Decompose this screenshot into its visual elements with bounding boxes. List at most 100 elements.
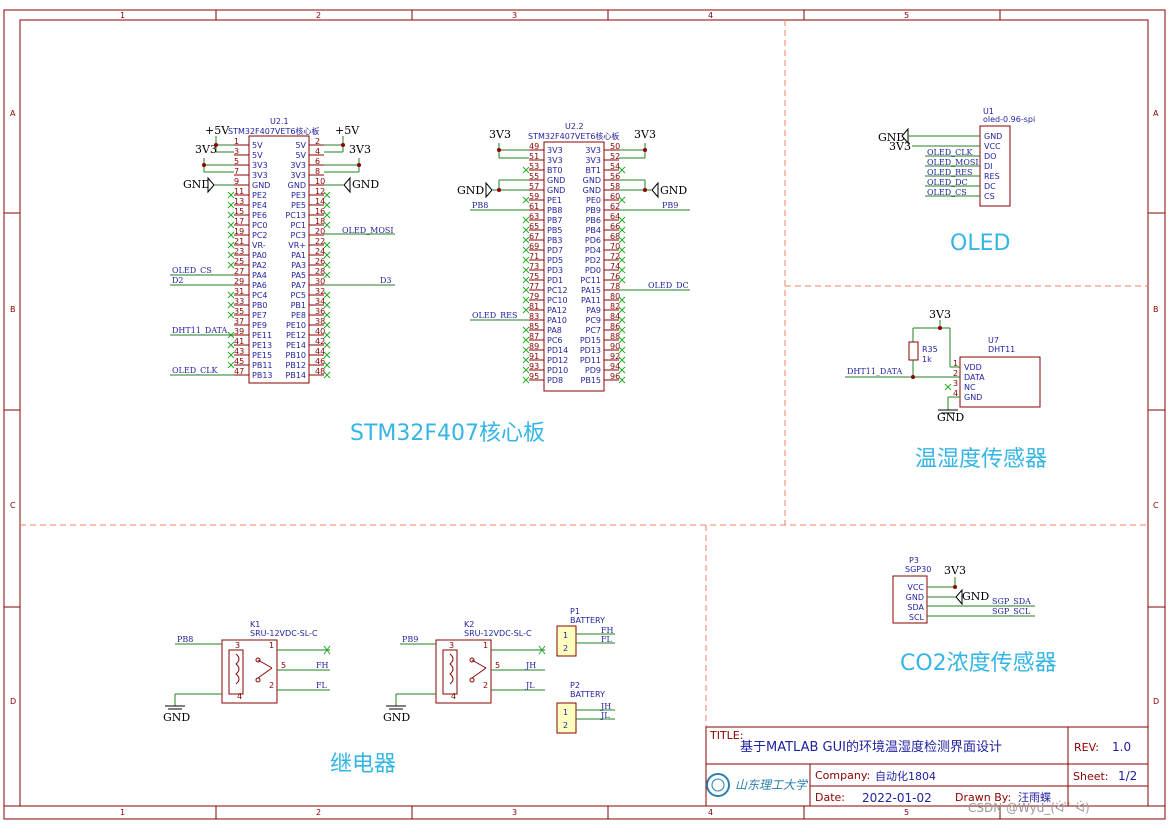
resistor-r35[interactable]: 3V3 R35 1k <box>908 308 960 377</box>
pin-number: 35 <box>234 307 244 316</box>
u1-net-label: OLED_CS <box>927 188 967 197</box>
connector-p1[interactable]: P1 BATTERY 1 2 FH FL <box>556 607 615 657</box>
p2-name: BATTERY <box>570 690 605 699</box>
k2-ref: K2 <box>464 620 474 629</box>
pin-label: VR- <box>252 241 266 250</box>
pin-label: 3V3 <box>547 146 563 155</box>
u7-ref: U7 <box>988 336 999 345</box>
rev-value: 1.0 <box>1112 740 1131 754</box>
section-title-oled: OLED <box>950 231 1010 256</box>
pin-number: 76 <box>610 272 620 281</box>
pin-label: VR+ <box>288 241 306 250</box>
pin-number: 26 <box>315 257 325 266</box>
pin-label: PB12 <box>286 361 307 370</box>
u1-3v3-label: 3V3 <box>889 140 911 153</box>
u7-body <box>959 356 1041 408</box>
chip-u1-oled[interactable]: U1 oled-0.96-spi GNDVCCDOOLED_CLKDIOLED_… <box>878 107 1035 207</box>
connector-p2[interactable]: P2 BATTERY 1 2 JH JL <box>556 681 615 734</box>
p3-ref: P3 <box>909 556 919 565</box>
u21-body <box>248 135 310 384</box>
pin-number: 87 <box>529 332 539 341</box>
pin-label: PC7 <box>586 326 602 335</box>
k2-gnd-label: GND <box>383 711 410 724</box>
pin-number: 78 <box>610 282 620 291</box>
pin-number: 44 <box>315 347 325 356</box>
pin-number: 60 <box>610 192 620 201</box>
relay-k2[interactable]: K2 SRU-12VDC-SL-C PB9 GND JH JL 3 1 5 2 … <box>383 620 546 724</box>
pin-label: GND <box>252 181 270 190</box>
pin-number: 10 <box>315 177 325 186</box>
pin-number: 6 <box>315 157 320 166</box>
k1-gnd-label: GND <box>163 711 190 724</box>
u7-pin-number: 4 <box>953 389 958 398</box>
net-dht11-data-u21: DHT11_DATA <box>172 326 228 335</box>
pin-number: 15 <box>234 207 244 216</box>
p3-pin-label: GND <box>906 593 924 602</box>
net-pb9-u22: PB9 <box>662 201 678 210</box>
net-pb8-k1: PB8 <box>177 635 193 644</box>
pin-number: 64 <box>610 212 620 221</box>
pin-label: PE11 <box>252 331 272 340</box>
pin-number: 34 <box>315 297 325 306</box>
pin-number: 43 <box>234 347 244 356</box>
u1-name: oled-0.96-spi <box>983 115 1035 124</box>
pin-number: 66 <box>610 222 620 231</box>
u7-name: DHT11 <box>988 345 1015 354</box>
pin-label: 5V <box>252 151 263 160</box>
pin-number: 54 <box>610 162 620 171</box>
p3-3v3-label: 3V3 <box>944 564 966 577</box>
pin-number: 92 <box>610 352 620 361</box>
u1-net-label: OLED_RES <box>927 168 972 177</box>
pin-label: PE12 <box>286 331 306 340</box>
pin-label: PD2 <box>585 256 601 265</box>
pin-number: 42 <box>315 337 325 346</box>
p3-name: SGP30 <box>905 565 931 574</box>
relay-k1[interactable]: K1 SRU-12VDC-SL-C PB8 GND FH FL 3 1 5 2 … <box>163 620 331 724</box>
pin-label: PC5 <box>291 291 307 300</box>
p3-pin-label: SCL <box>909 613 925 622</box>
p1-pin-1: 1 <box>563 631 568 640</box>
pin-label: PC0 <box>252 221 268 230</box>
u22-power: 3V3 3V3 GND GND <box>457 128 687 199</box>
title-label: TITLE: <box>709 729 743 742</box>
u21-power: +5V +5V 3V3 3V3 GND GND <box>183 124 379 194</box>
pin-number: 12 <box>315 187 325 196</box>
drawn-label: Drawn By: <box>955 791 1011 804</box>
pin-label: PB7 <box>547 216 562 225</box>
pin-number: 86 <box>610 322 620 331</box>
pin-label: PC12 <box>547 286 568 295</box>
pin-label: PD11 <box>580 356 601 365</box>
pin-number: 71 <box>529 252 539 261</box>
pin-label: 3V3 <box>585 146 601 155</box>
pin-number: 94 <box>610 362 620 371</box>
pin-label: PD12 <box>547 356 568 365</box>
pin-number: 84 <box>610 312 620 321</box>
u21-5v-left-label: +5V <box>205 124 230 137</box>
pin-number: 79 <box>529 292 539 301</box>
pin-label: PE7 <box>252 311 267 320</box>
ruler-row-right: C <box>1153 501 1159 510</box>
pin-number: 46 <box>315 357 325 366</box>
pin-number: 93 <box>529 362 539 371</box>
pin-number: 45 <box>234 357 244 366</box>
pin-label: PB14 <box>286 371 307 380</box>
pin-label: PD8 <box>547 376 563 385</box>
pin-number: 88 <box>610 332 620 341</box>
pin-label: 5V <box>252 141 263 150</box>
pin-number: 58 <box>610 182 620 191</box>
pin-label: PC2 <box>252 231 268 240</box>
ruler-col-bottom: 2 <box>316 808 321 817</box>
pin-number: 55 <box>529 172 539 181</box>
pin-label: PB3 <box>547 236 562 245</box>
net-oled-res-u22: OLED_RES <box>472 311 517 320</box>
pin-number: 96 <box>610 372 620 381</box>
pin-number: 95 <box>529 372 539 381</box>
k2-name: SRU-12VDC-SL-C <box>464 629 532 638</box>
r35-ref: R35 <box>922 345 938 354</box>
pin-label: PD10 <box>547 366 568 375</box>
